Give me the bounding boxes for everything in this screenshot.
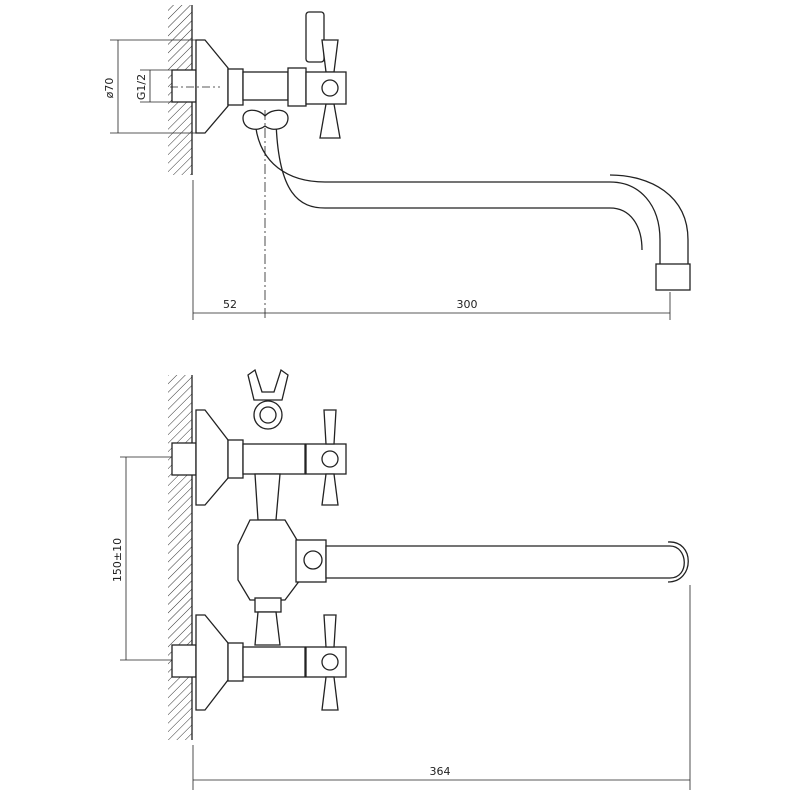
handle-cap-top <box>321 79 339 97</box>
front-view: 150±10 364 <box>111 368 691 790</box>
diverter-knob-top <box>242 109 289 130</box>
label-spout-reach: 300 <box>457 298 478 311</box>
spout-pipe-front <box>325 545 685 579</box>
inlet-thread-top <box>171 69 197 103</box>
top-view: ø70 G1/2 52 300 <box>103 5 691 320</box>
label-total-length: 364 <box>430 765 451 778</box>
flange-upper <box>195 409 229 506</box>
wall-hatch-front <box>168 375 192 740</box>
flange-lower <box>195 614 229 711</box>
label-wall-offset: 52 <box>223 298 237 311</box>
shower-holder <box>247 368 289 401</box>
diverter-body <box>237 519 301 601</box>
label-thread: G1/2 <box>135 74 148 100</box>
label-center-distance: 150±10 <box>111 538 124 582</box>
flange-top <box>195 39 229 134</box>
body-pipe-top <box>242 71 289 101</box>
handle-cap-lower <box>321 653 339 671</box>
handle-cap-upper <box>321 450 339 468</box>
spout-outer-top <box>254 119 661 265</box>
label-flange-diameter: ø70 <box>103 78 116 99</box>
aerator-top <box>655 263 691 291</box>
handle-lever-top <box>305 11 325 63</box>
nut-top <box>227 68 244 106</box>
